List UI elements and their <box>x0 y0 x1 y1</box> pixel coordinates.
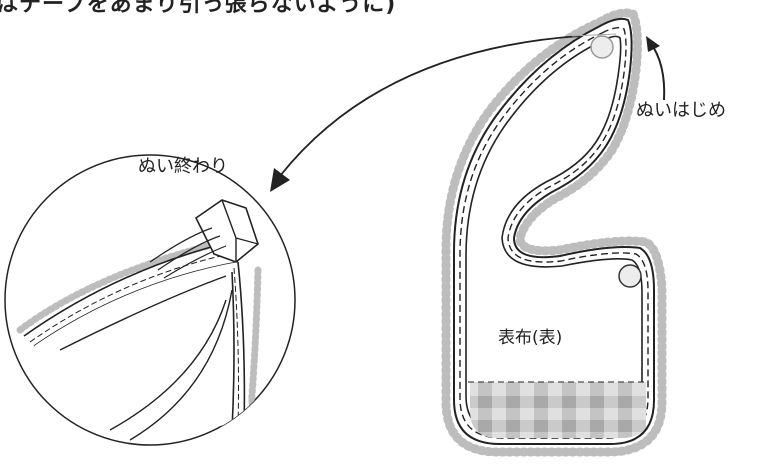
bib-outline <box>453 17 655 445</box>
binding-inner-line <box>465 35 643 433</box>
detail-circle <box>4 154 296 446</box>
detail-closeup <box>16 199 262 441</box>
label-sewing-start: ぬいはじめ <box>636 100 726 121</box>
snap-bottom <box>618 264 642 288</box>
detail-leader-arrow <box>270 33 617 192</box>
label-sewing-end: ぬい終わり <box>138 156 228 177</box>
top-instruction-text: はテープをあまり引っ張らないように) <box>0 0 397 17</box>
gingham-pattern <box>470 382 646 438</box>
lace-trim <box>441 8 667 457</box>
snap-top <box>590 35 614 59</box>
stitch-line <box>459 26 649 439</box>
bib-illustration <box>441 8 667 457</box>
label-outer-fabric: 表布(表) <box>498 328 563 348</box>
start-arrow <box>646 36 666 101</box>
